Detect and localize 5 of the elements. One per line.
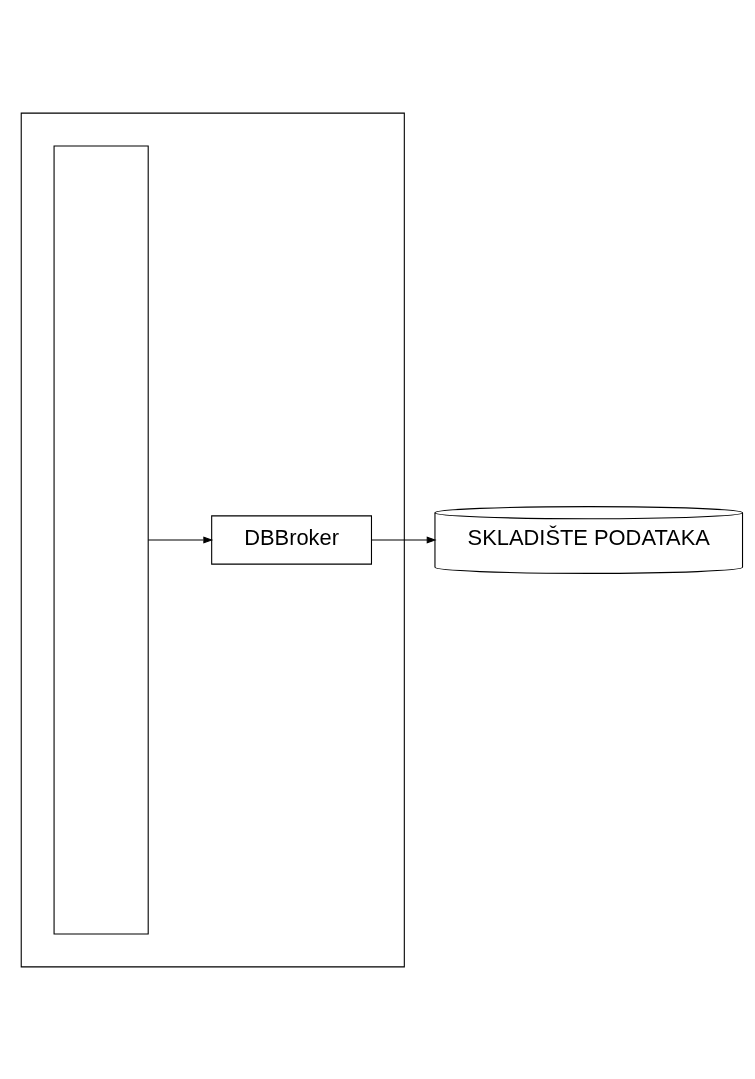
cluster — [20, 112, 405, 967]
node-box: DBBroker — [211, 514, 373, 565]
arrow — [147, 536, 214, 543]
node-box — [53, 144, 149, 935]
arrow — [371, 536, 437, 543]
